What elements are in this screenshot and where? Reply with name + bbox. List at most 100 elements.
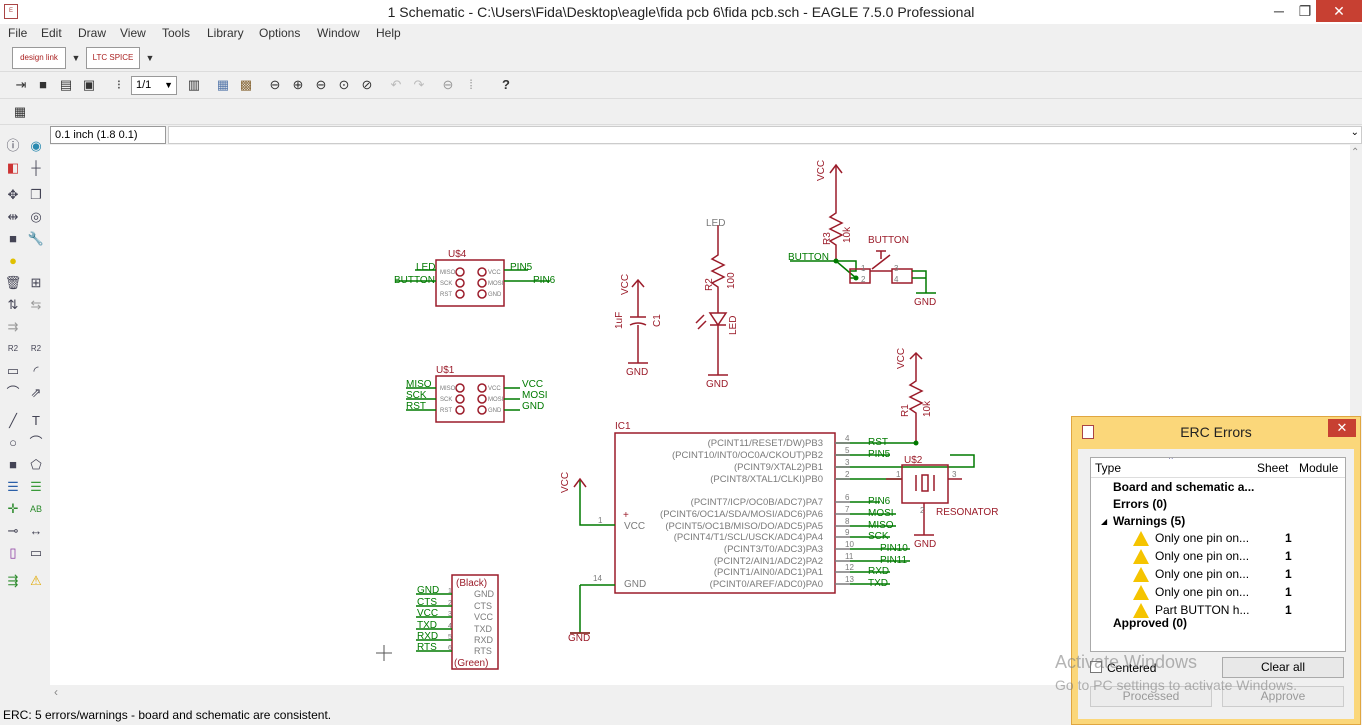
col-type[interactable]: Type bbox=[1095, 461, 1122, 475]
resonator-body[interactable] bbox=[901, 464, 949, 504]
redo-icon[interactable]: ↷ bbox=[413, 77, 425, 92]
close-button[interactable]: ✕ bbox=[1316, 0, 1362, 22]
scroll-left-icon[interactable]: ‹ bbox=[54, 685, 58, 699]
erc-errors-row[interactable]: Errors (0) bbox=[1113, 497, 1168, 511]
minimize-button[interactable]: ─ bbox=[1274, 3, 1284, 19]
copy-icon[interactable]: ❐ bbox=[30, 187, 42, 202]
print-icon[interactable]: ▤ bbox=[59, 77, 73, 92]
replace-icon[interactable]: ⇉ bbox=[7, 319, 19, 334]
run-icon[interactable]: ▩ bbox=[239, 77, 253, 92]
erc-warning-item[interactable]: Only one pin on... bbox=[1155, 549, 1250, 563]
invoke-icon[interactable]: ⇗ bbox=[30, 385, 42, 400]
menu-edit[interactable]: Edit bbox=[41, 26, 62, 40]
erc-tree[interactable]: Type ^ Sheet Module Board and schematic … bbox=[1090, 457, 1346, 652]
chevron-down-icon[interactable]: ▼ bbox=[145, 53, 155, 63]
u4-body[interactable] bbox=[435, 259, 505, 307]
scroll-up-icon[interactable]: ⌃ bbox=[1351, 147, 1360, 158]
open-icon[interactable]: ⇥ bbox=[15, 77, 27, 92]
smash-icon[interactable]: ▭ bbox=[6, 363, 20, 378]
maximize-button[interactable]: ❐ bbox=[1298, 3, 1312, 19]
group-icon[interactable]: ■ bbox=[9, 231, 17, 246]
pinswap-icon[interactable]: ⇅ bbox=[7, 297, 19, 312]
change-icon[interactable]: 🔧 bbox=[27, 231, 45, 246]
col-module[interactable]: Module bbox=[1299, 461, 1339, 475]
rotate-icon[interactable]: ◎ bbox=[30, 209, 42, 224]
text-icon[interactable]: T bbox=[32, 413, 40, 428]
menu-options[interactable]: Options bbox=[259, 26, 301, 40]
erc-close-button[interactable]: ✕ bbox=[1328, 419, 1356, 437]
ic1-body[interactable] bbox=[614, 432, 836, 594]
sheet-icon[interactable]: ⁝ bbox=[116, 77, 122, 92]
arc-icon[interactable]: ⌒ bbox=[29, 435, 43, 450]
processed-button[interactable]: Processed bbox=[1090, 686, 1212, 707]
menu-view[interactable]: View bbox=[120, 26, 146, 40]
zoom-fit-icon[interactable]: ⊖ bbox=[269, 77, 281, 92]
attribute-icon[interactable]: ⊸ bbox=[7, 523, 19, 538]
erc-approved-row[interactable]: Approved (0) bbox=[1113, 616, 1188, 630]
menu-window[interactable]: Window bbox=[317, 26, 360, 40]
menu-library[interactable]: Library bbox=[207, 26, 244, 40]
menu-draw[interactable]: Draw bbox=[78, 26, 107, 40]
move-icon[interactable]: ✥ bbox=[7, 187, 19, 202]
zoom-select-icon[interactable]: ⊘ bbox=[361, 77, 373, 92]
help-icon[interactable]: ? bbox=[502, 77, 510, 92]
chevron-down-icon[interactable]: ▼ bbox=[71, 53, 81, 63]
label-icon[interactable]: AB bbox=[29, 504, 42, 514]
command-line-input[interactable]: ⌄ bbox=[168, 126, 1362, 144]
approve-button[interactable]: Approve bbox=[1222, 686, 1344, 707]
mark-icon[interactable]: ┼ bbox=[31, 160, 41, 175]
menu-help[interactable]: Help bbox=[376, 26, 401, 40]
miter-icon[interactable]: ◜ bbox=[33, 363, 39, 378]
split-icon[interactable]: ⌒ bbox=[6, 385, 20, 400]
polygon-icon[interactable]: ⬠ bbox=[30, 457, 42, 472]
erc-warning-item[interactable]: Only one pin on... bbox=[1155, 567, 1250, 581]
junction-icon[interactable]: ✛ bbox=[7, 501, 19, 516]
module-icon[interactable]: ▭ bbox=[29, 545, 43, 560]
erc-summary-row[interactable]: Board and schematic a... bbox=[1113, 480, 1255, 494]
stop-icon[interactable]: ⊖ bbox=[442, 77, 454, 92]
horizontal-scrollbar[interactable]: ‹ bbox=[50, 685, 1350, 703]
clear-all-button[interactable]: Clear all bbox=[1222, 657, 1344, 678]
sheet-select[interactable]: 1/1▼ bbox=[131, 76, 177, 95]
delete-icon[interactable]: 🗑 bbox=[4, 275, 22, 290]
gateswap-icon[interactable]: ⇆ bbox=[30, 297, 42, 312]
script-icon[interactable]: ▦ bbox=[216, 77, 230, 92]
menu-tools[interactable]: Tools bbox=[162, 26, 191, 40]
circle-icon[interactable]: ○ bbox=[9, 435, 17, 450]
net-icon[interactable]: ☰ bbox=[30, 479, 42, 494]
menu-file[interactable]: File bbox=[8, 26, 28, 40]
erc-icon[interactable]: ⇶ bbox=[7, 573, 19, 588]
grid-icon[interactable]: ▦ bbox=[13, 104, 27, 119]
add-icon[interactable]: ⊞ bbox=[30, 275, 42, 290]
erc-warning-item[interactable]: Part BUTTON h... bbox=[1155, 603, 1250, 617]
board-icon[interactable]: ▥ bbox=[187, 77, 201, 92]
erc-warnings-row[interactable]: Warnings (5) bbox=[1113, 514, 1186, 528]
info-icon[interactable]: ⓘ bbox=[6, 138, 20, 153]
paste-icon[interactable]: ● bbox=[9, 253, 17, 268]
errors-warning-icon[interactable]: ⚠ bbox=[30, 573, 42, 588]
zoom-out-icon[interactable]: ⊖ bbox=[315, 77, 327, 92]
collapse-icon[interactable]: ◢ bbox=[1101, 517, 1108, 526]
designlink-button[interactable]: design link bbox=[12, 47, 66, 69]
chevron-down-icon[interactable]: ⌄ bbox=[1350, 127, 1359, 138]
name-icon[interactable]: R2 bbox=[7, 344, 19, 353]
erc-warning-item[interactable]: Only one pin on... bbox=[1155, 585, 1250, 599]
cam-icon[interactable]: ▣ bbox=[82, 77, 96, 92]
save-icon[interactable]: ■ bbox=[39, 77, 47, 92]
frame-icon[interactable]: ▯ bbox=[9, 545, 17, 560]
mirror-icon[interactable]: ⇹ bbox=[7, 209, 19, 224]
bus-icon[interactable]: ☰ bbox=[7, 479, 19, 494]
value-icon[interactable]: R2 bbox=[30, 344, 42, 353]
col-sheet[interactable]: Sheet bbox=[1257, 461, 1289, 475]
undo-icon[interactable]: ↶ bbox=[390, 77, 402, 92]
display-icon[interactable]: ◧ bbox=[6, 160, 20, 175]
ftdi-header[interactable] bbox=[451, 574, 499, 670]
ltspice-button[interactable]: LTC SPICE bbox=[86, 47, 140, 69]
dimension-icon[interactable]: ↔ bbox=[29, 523, 43, 538]
zoom-redraw-icon[interactable]: ⊙ bbox=[338, 77, 350, 92]
show-icon[interactable]: ◉ bbox=[30, 138, 42, 153]
go-icon[interactable]: ⁞ bbox=[469, 77, 473, 92]
zoom-in-icon[interactable]: ⊕ bbox=[292, 77, 304, 92]
erc-warning-item[interactable]: Only one pin on... bbox=[1155, 531, 1250, 545]
centered-checkbox[interactable] bbox=[1090, 661, 1102, 673]
